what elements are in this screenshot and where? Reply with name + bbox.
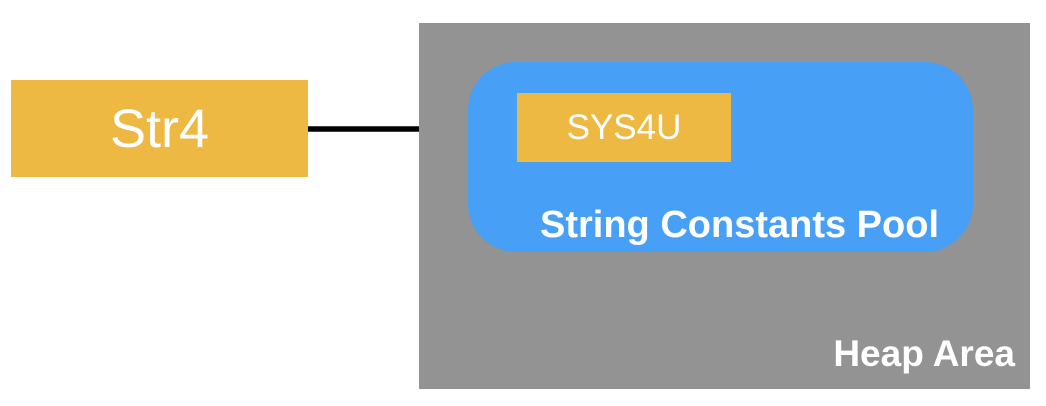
- string-reference-label: Str4: [109, 98, 210, 159]
- string-constant-box: SYS4U: [517, 93, 731, 162]
- string-constant-label: SYS4U: [566, 108, 682, 147]
- string-constants-pool-box: SYS4U String Constants Pool: [468, 62, 973, 252]
- string-constants-pool-label: String Constants Pool: [540, 204, 939, 246]
- heap-area-label: Heap Area: [833, 333, 1015, 374]
- heap-area-box: SYS4U String Constants Pool Heap Area: [419, 23, 1030, 389]
- string-reference-box: Str4: [11, 80, 308, 177]
